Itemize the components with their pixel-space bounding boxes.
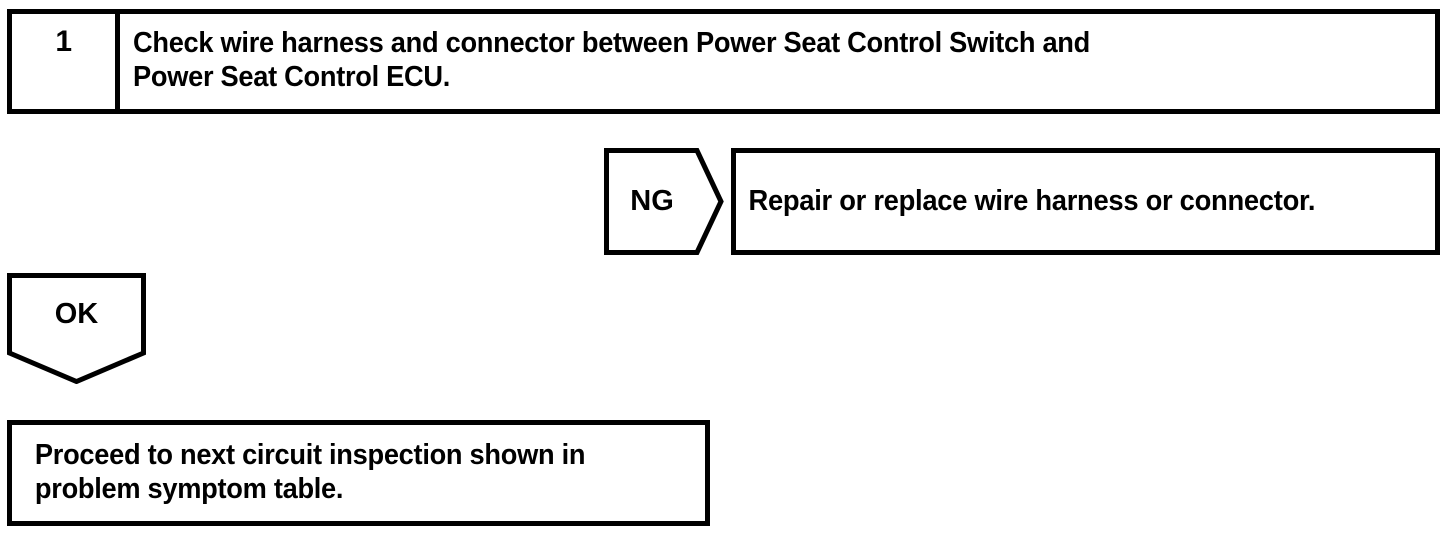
ng-result-box: Repair or replace wire harness or connec… bbox=[731, 148, 1440, 255]
step-number: 1 bbox=[55, 25, 72, 58]
step-number-cell: 1 bbox=[12, 14, 120, 109]
step-instruction-cell: Check wire harness and connector between… bbox=[120, 14, 1435, 109]
ok-arrow-shape bbox=[7, 273, 146, 384]
ng-arrow-shape bbox=[604, 148, 724, 255]
step-1-box: 1 Check wire harness and connector betwe… bbox=[7, 9, 1440, 114]
ok-branch-arrow: OK bbox=[7, 273, 146, 384]
step-instruction-text: Check wire harness and connector between… bbox=[133, 27, 1090, 93]
ok-result-box: Proceed to next circuit inspection shown… bbox=[7, 420, 710, 526]
ng-branch-arrow: NG bbox=[604, 148, 724, 255]
ok-result-text: Proceed to next circuit inspection shown… bbox=[34, 439, 586, 505]
ng-result-text: Repair or replace wire harness or connec… bbox=[748, 184, 1316, 217]
